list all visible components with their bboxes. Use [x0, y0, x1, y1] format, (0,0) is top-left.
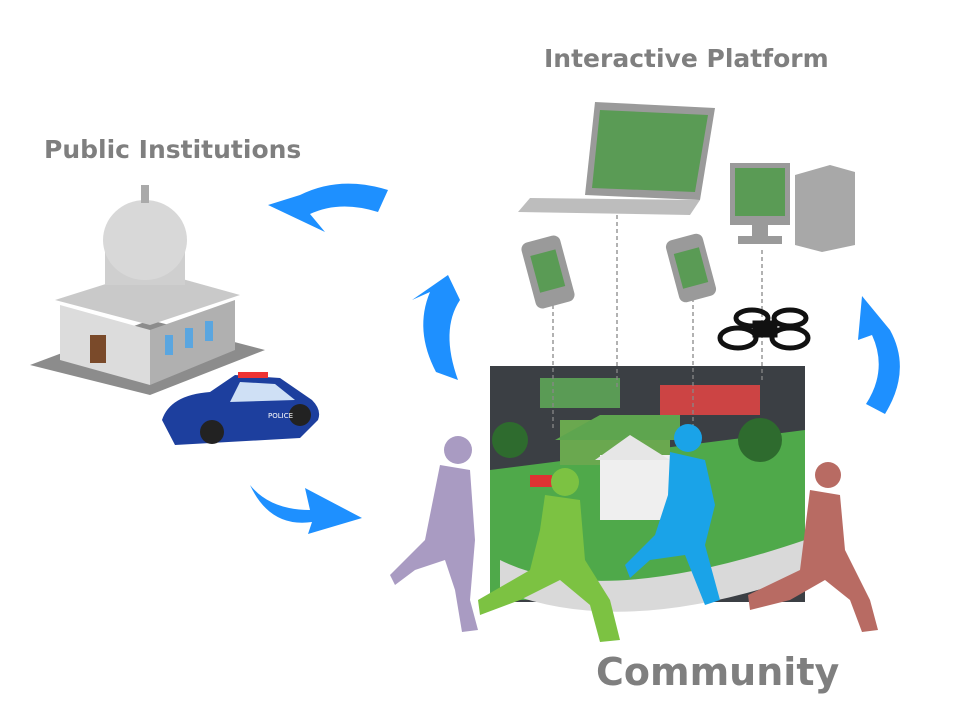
public-institutions-label: Public Institutions: [44, 135, 302, 164]
runner-green: [478, 468, 620, 642]
police-car-text: POLICE: [268, 412, 293, 420]
police-car-icon: POLICE: [162, 372, 320, 445]
smartphone-icon-left: [521, 235, 575, 309]
runner-purple: [390, 436, 478, 632]
runner-red: [748, 462, 878, 632]
laptop-icon: [518, 102, 715, 215]
cycle-arrows: [250, 183, 900, 534]
smartphone-icon-right: [665, 233, 717, 303]
desktop-computer-icon: [730, 163, 855, 252]
drone-icon: [717, 307, 811, 351]
arrow-bottom-left: [250, 485, 362, 534]
community-label: Community: [596, 650, 840, 694]
arrow-right: [858, 296, 900, 414]
connector-lines: [552, 215, 763, 430]
neighborhood-scene: [490, 366, 805, 612]
arrow-left-middle: [412, 275, 460, 380]
government-building-icon: [30, 185, 265, 395]
interactive-platform-label: Interactive Platform: [544, 44, 829, 73]
arrow-top-left: [268, 183, 388, 232]
runner-blue: [625, 424, 720, 605]
